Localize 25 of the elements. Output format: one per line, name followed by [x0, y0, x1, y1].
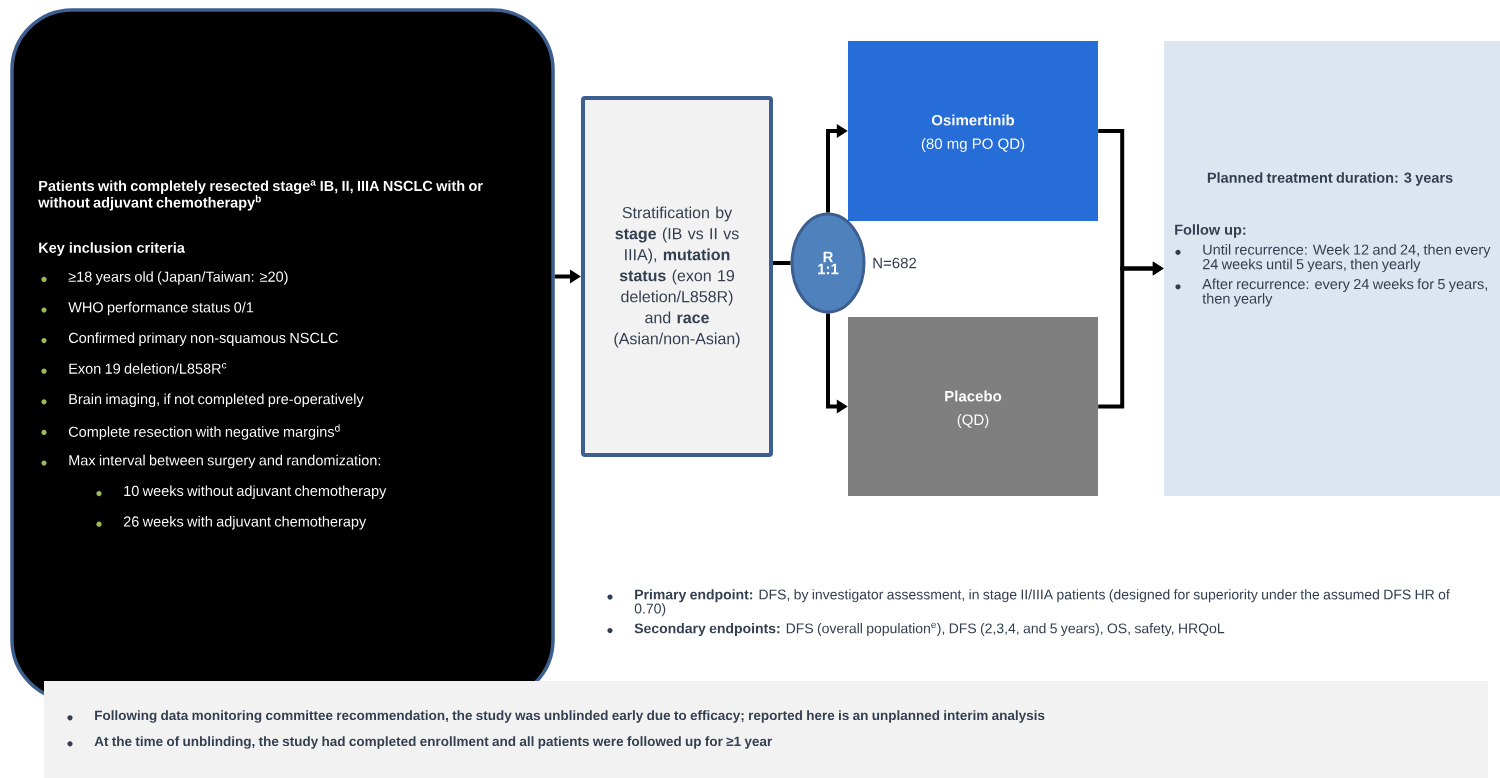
- endpoint-item: Secondary endpoints: DFS (overall population$^{e}$), DFS (2,3,4, and 5 years), OS, safety, HRQoL: [607, 622, 1225, 637]
- list-item: After recurrence: every 24 weeks for 5 years, then yearly: [1175, 278, 1487, 307]
- note-item: At the time of unblinding, the study had completed enrollment and all patients were followed up for ≥1 year: [67, 736, 772, 749]
- list-item: Complete resection with negative margins$^{d}$: [41, 424, 340, 440]
- list-item: Exon 19 deletion/L858R$^{c}$: [41, 363, 227, 374]
- arm-dose: (80 mg PO QD): [921, 138, 1025, 152]
- heading: Patients with completely resected stage$^{a}$ IB, II, IIIA NSCLC with or without adjuvant chemotherapy$^{b}$: [38, 180, 483, 211]
- list-item: 10 weeks without adjuvant chemotherapy: [96, 485, 387, 499]
- note-item: Following data monitoring committee recommendation, the study was unblinded early due to efficacy; reported here is an unplanned interim analysis: [67, 710, 1045, 723]
- list-item: WHO performance status 0/1: [41, 301, 254, 316]
- list-item: Confirmed primary non-squamous NSCLC: [41, 332, 338, 346]
- list-item: Brain imaging, if not completed pre-operatively: [41, 393, 364, 408]
- sample-size: N=682: [873, 257, 917, 269]
- list-item: Until recurrence: Week 12 and 24, then every 24 weeks until 5 years, then yearly: [1175, 244, 1491, 273]
- stratification-text: Stratification by stage (IB vs II vs IIIA), mutation status (exon 19 deletion/L858R) and race (Asian/non-Asian): [614, 206, 740, 348]
- list-item: 26 weeks with adjuvant chemotherapy: [96, 516, 367, 530]
- subheading: Follow up:: [1175, 224, 1246, 238]
- arm-name: Osimertinib: [931, 114, 1015, 126]
- duration-heading: Planned treatment duration: 3 years: [1207, 172, 1453, 186]
- endpoint-item: Primary endpoint: DFS, by investigator assessment, in stage II/IIIA patients (designed for superiority under the assumed DFS HR of 0.70): [607, 589, 1450, 617]
- subheading: Key inclusion criteria: [39, 242, 185, 256]
- arm-dose: (QD): [957, 414, 989, 428]
- list-item: Max interval between surgery and randomization:: [41, 454, 381, 469]
- arm-name: Placebo: [945, 390, 1002, 402]
- list-item: ≥18 years old (Japan/Taiwan: ≥20): [41, 271, 288, 285]
